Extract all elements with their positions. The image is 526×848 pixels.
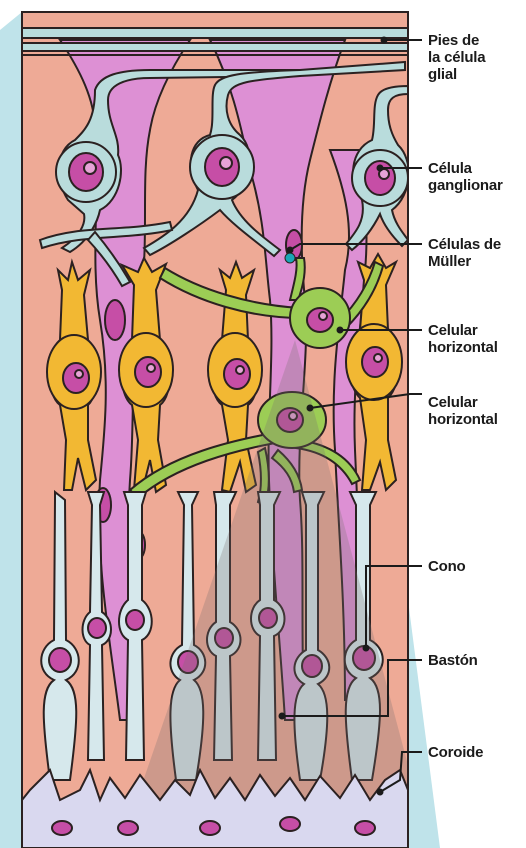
label-line: ganglionar (428, 177, 503, 194)
aqua-band-right (408, 600, 440, 848)
label-line: Cono (428, 558, 466, 575)
label-line: horizontal (428, 339, 498, 356)
aqua-band-left (0, 12, 22, 848)
label-line: glial (428, 66, 485, 83)
label-celular-horizontal-2: Celular horizontal (428, 394, 498, 428)
leader-baston-dot (280, 714, 285, 719)
label-coroide: Coroide (428, 744, 483, 761)
label-line: Celular (428, 394, 498, 411)
leader-horizontal2-dot (308, 406, 313, 411)
label-line: Pies de (428, 32, 485, 49)
muller-marker-dot (285, 253, 295, 263)
label-line: Bastón (428, 652, 478, 669)
label-pies-de-la-celula-glial: Pies de la célula glial (428, 32, 485, 83)
label-celulas-de-muller: Células de Müller (428, 236, 501, 270)
label-celular-horizontal-1: Celular horizontal (428, 322, 498, 356)
leader-cono-dot (364, 646, 369, 651)
leader-pies-dot (382, 38, 387, 43)
label-cono: Cono (428, 558, 466, 575)
leader-muller-dot (288, 248, 293, 253)
label-line: Müller (428, 253, 501, 270)
leader-horizontal1-dot (338, 328, 343, 333)
leader-ganglionar-dot (378, 166, 383, 171)
leader-coroide-dot (378, 790, 383, 795)
label-line: Coroide (428, 744, 483, 761)
label-line: horizontal (428, 411, 498, 428)
label-line: la célula (428, 49, 485, 66)
label-line: Células de (428, 236, 501, 253)
label-baston: Bastón (428, 652, 478, 669)
label-line: Célula (428, 160, 503, 177)
label-line: Celular (428, 322, 498, 339)
label-celula-ganglionar: Célula ganglionar (428, 160, 503, 194)
